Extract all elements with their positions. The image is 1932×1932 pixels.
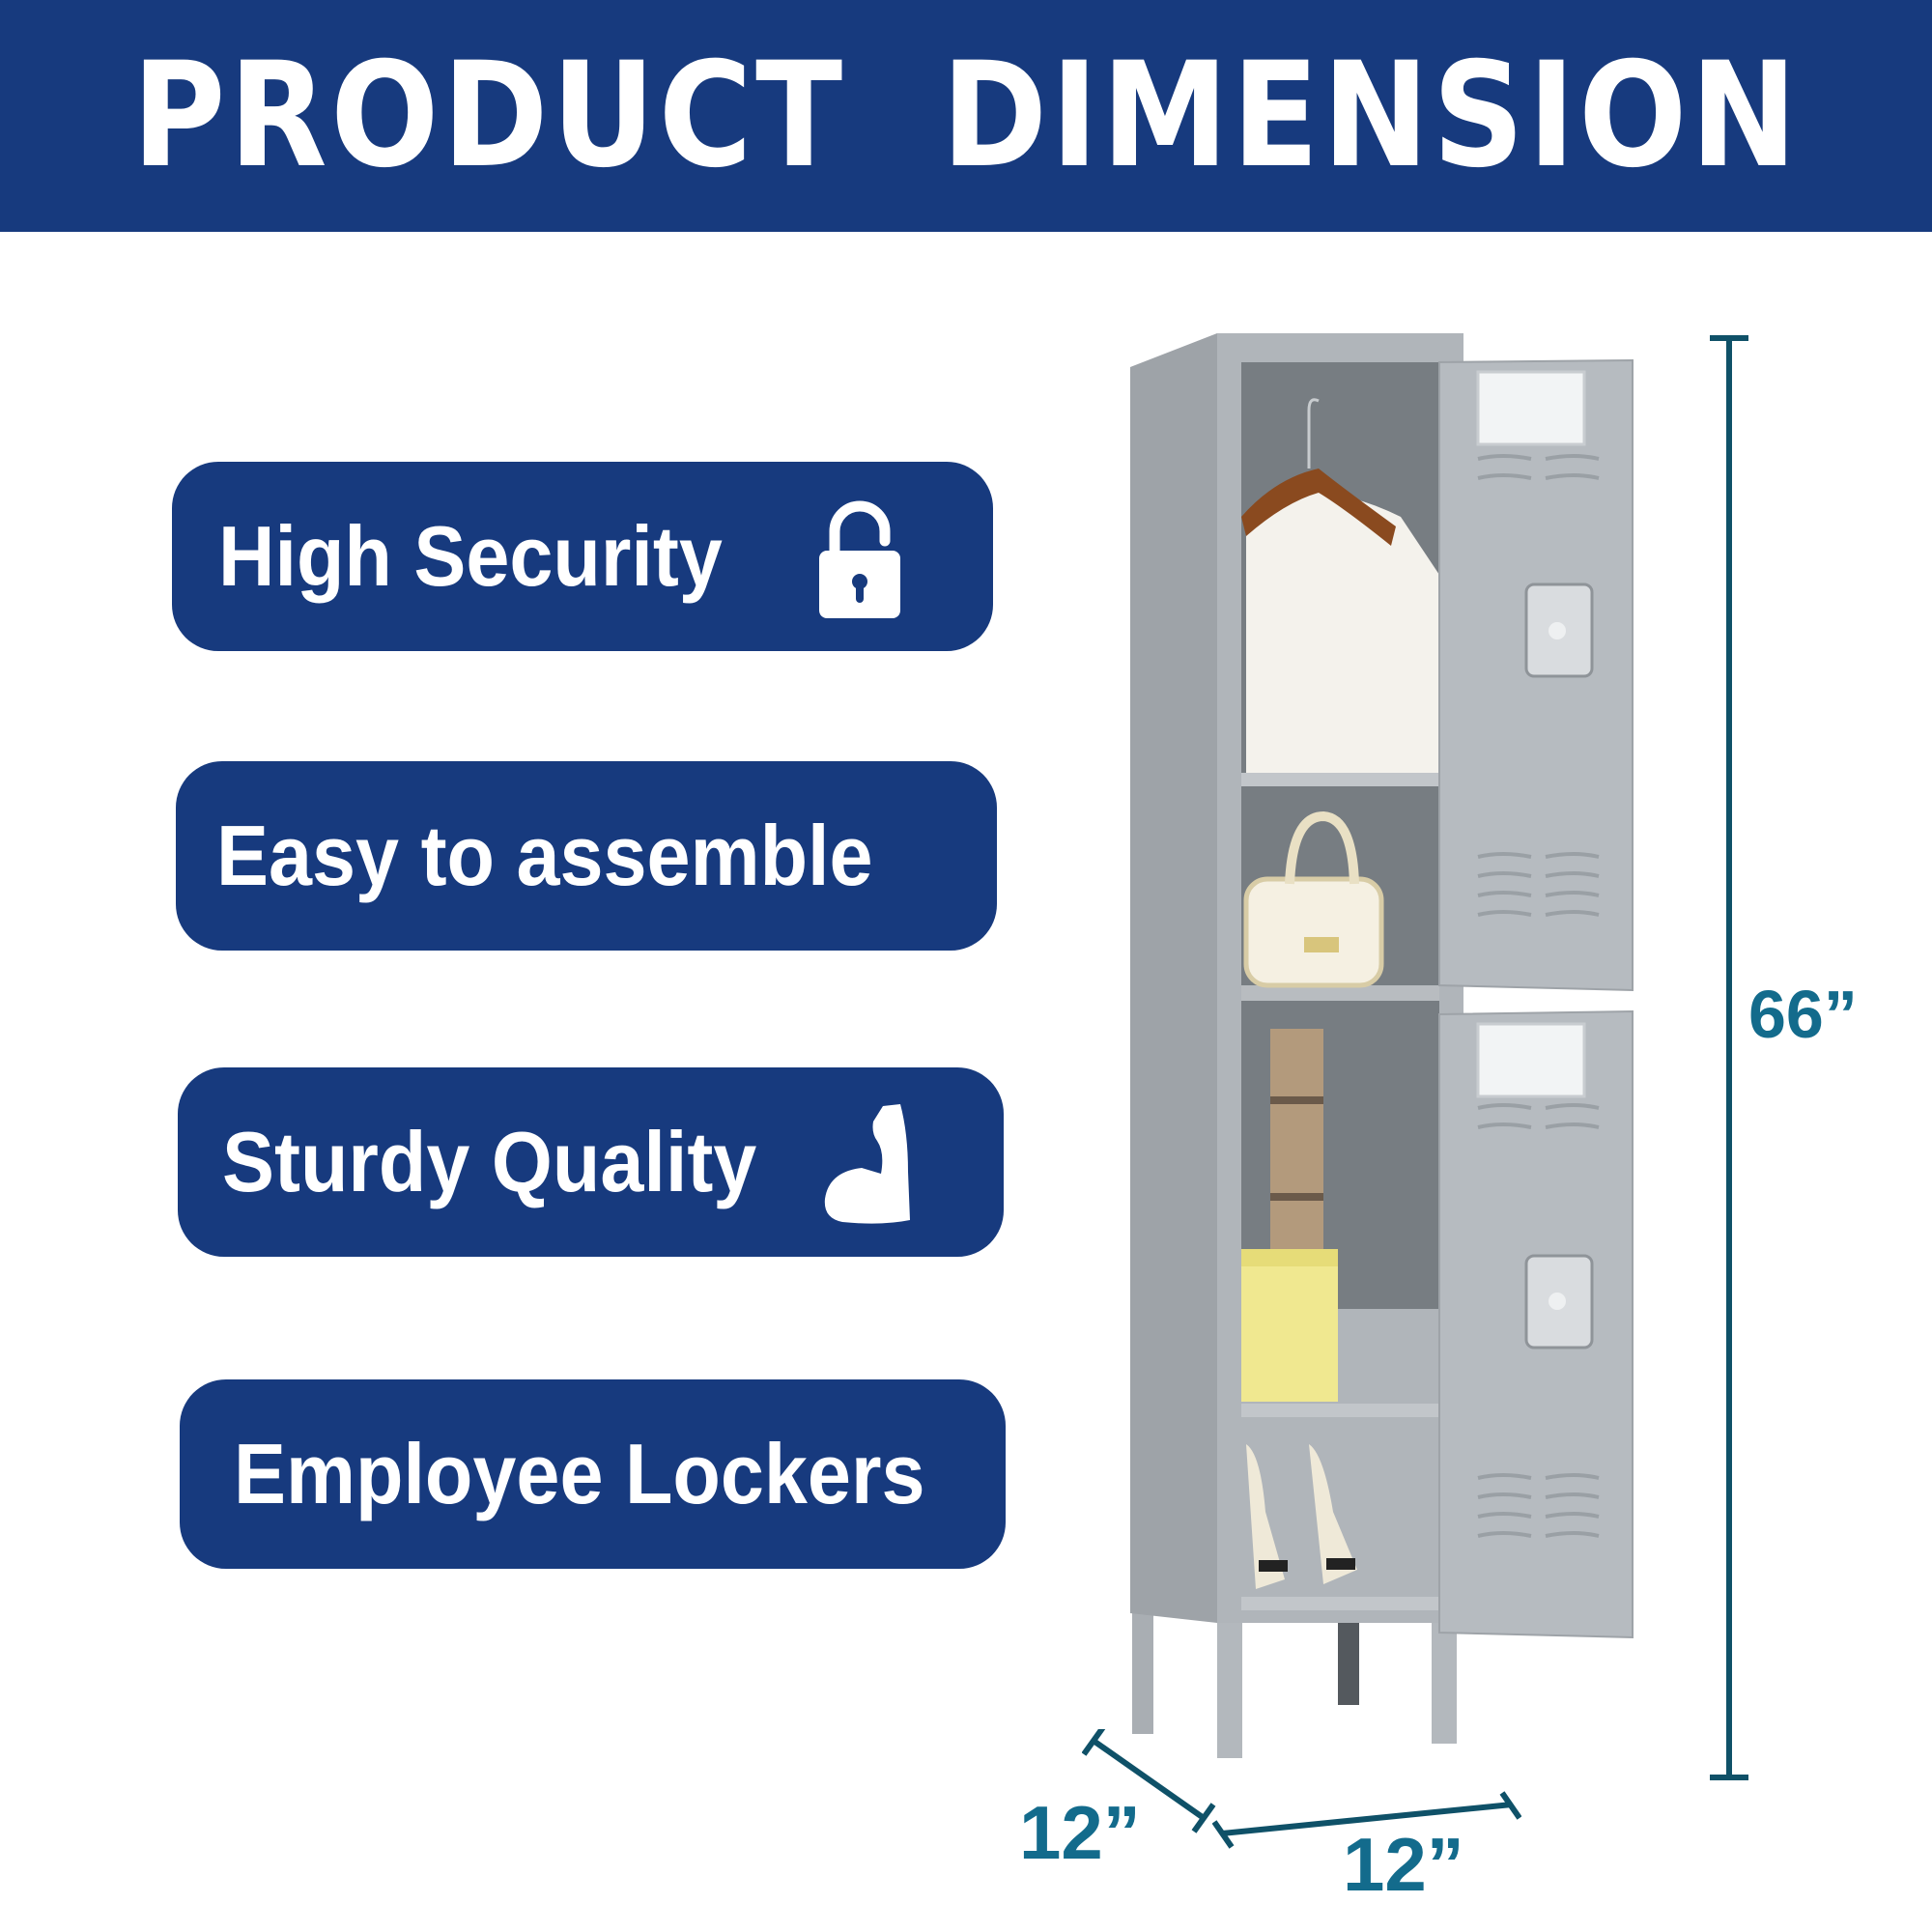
feature-sturdy-quality: Sturdy Quality (178, 1067, 1004, 1257)
height-dimension-label: 66” (1748, 977, 1858, 1052)
page-title: PRODUCT DIMENSION (131, 32, 1801, 200)
feature-label: Easy to assemble (216, 808, 873, 903)
high-heels (1246, 1444, 1285, 1589)
feature-label: Sturdy Quality (222, 1114, 757, 1209)
handbag (1243, 876, 1384, 988)
name-card-holder (1476, 370, 1586, 446)
locker-product-image (1130, 333, 1634, 1758)
header-banner: PRODUCT DIMENSION (0, 0, 1932, 232)
flexed-arm-icon (824, 1104, 910, 1224)
depth-dimension-label: 12” (1019, 1790, 1141, 1875)
feature-high-security: High Security (172, 462, 993, 651)
depth-dimension-line (1082, 1729, 1216, 1833)
feature-label: Employee Lockers (234, 1426, 925, 1521)
height-dimension-line (1710, 335, 1748, 1780)
locker-leg (1132, 1608, 1153, 1734)
locker-leg (1338, 1613, 1359, 1705)
unlocked-padlock-icon (819, 500, 900, 618)
locker-leg (1432, 1613, 1457, 1744)
storage-box (1241, 1249, 1338, 1402)
feature-employee-lockers: Employee Lockers (180, 1379, 1006, 1569)
feature-easy-to-assemble: Easy to assemble (176, 761, 997, 951)
shirt (1246, 492, 1439, 773)
width-dimension-label: 12” (1343, 1822, 1464, 1907)
name-card-holder (1476, 1022, 1586, 1098)
locker-leg (1217, 1613, 1242, 1758)
width-dimension-line (1212, 1791, 1521, 1849)
feature-label: High Security (218, 508, 723, 604)
